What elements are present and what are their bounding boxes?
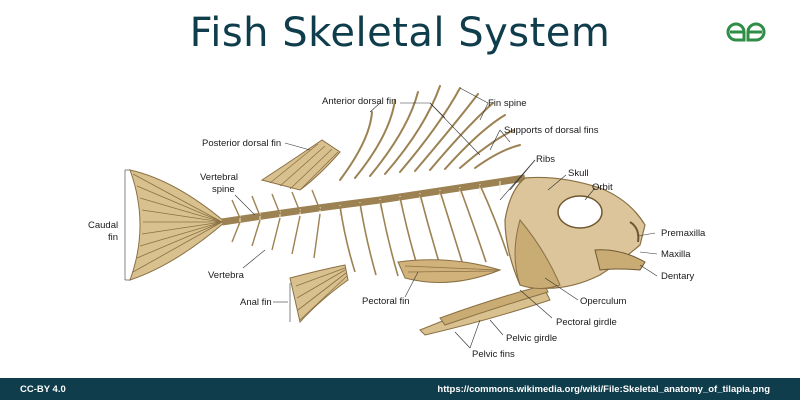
- label-dentary: Dentary: [661, 271, 695, 282]
- label-anal-fin: Anal fin: [240, 297, 272, 308]
- label-pectoral-girdle: Pectoral girdle: [556, 317, 617, 328]
- label-vertebra: Vertebra: [208, 270, 245, 281]
- pectoral-fin-drawing: [397, 259, 502, 283]
- source-link[interactable]: https://commons.wikimedia.org/wiki/File:…: [437, 384, 770, 395]
- vertebral-column-drawing: [221, 174, 526, 259]
- page-title: Fish Skeletal System: [189, 10, 611, 56]
- anal-fin-drawing: [289, 264, 349, 324]
- label-supports-dorsal-fins: Supports of dorsal fins: [504, 125, 599, 136]
- label-operculum: Operculum: [580, 296, 627, 307]
- label-pectoral-fin: Pectoral fin: [362, 296, 410, 307]
- label-skull: Skull: [568, 168, 589, 179]
- label-caudal: Caudal: [88, 220, 118, 231]
- label-maxilla: Maxilla: [661, 249, 691, 260]
- label-anterior-dorsal-fin: Anterior dorsal fin: [322, 96, 396, 107]
- label-vertebral: Vertebral: [200, 172, 238, 183]
- label-ribs: Ribs: [536, 154, 555, 165]
- label-spine: spine: [212, 184, 235, 195]
- label-pelvic-girdle: Pelvic girdle: [506, 333, 557, 344]
- leader-lines: [124, 87, 658, 349]
- posterior-dorsal-fin-drawing: [260, 139, 341, 191]
- label-caudal-fin: fin: [108, 232, 118, 243]
- license-text: CC-BY 4.0: [20, 384, 66, 395]
- skull-drawing: [504, 176, 646, 289]
- brand-logo: [726, 22, 766, 42]
- ribs-drawing: [339, 184, 509, 277]
- footer-bar: CC-BY 4.0 https://commons.wikimedia.org/…: [0, 378, 800, 400]
- caudal-fin-drawing: [129, 169, 226, 281]
- label-premaxilla: Premaxilla: [661, 228, 706, 239]
- label-posterior-dorsal-fin: Posterior dorsal fin: [202, 138, 281, 149]
- anterior-dorsal-fin-drawing: [339, 85, 521, 181]
- label-fin-spine: Fin spine: [488, 98, 527, 109]
- label-pelvic-fins: Pelvic fins: [472, 349, 515, 360]
- fish-skeleton-diagram: Anterior dorsal fin Fin spine Supports o…: [88, 85, 706, 360]
- pelvic-fins-drawing: [419, 284, 551, 336]
- label-orbit: Orbit: [592, 182, 613, 193]
